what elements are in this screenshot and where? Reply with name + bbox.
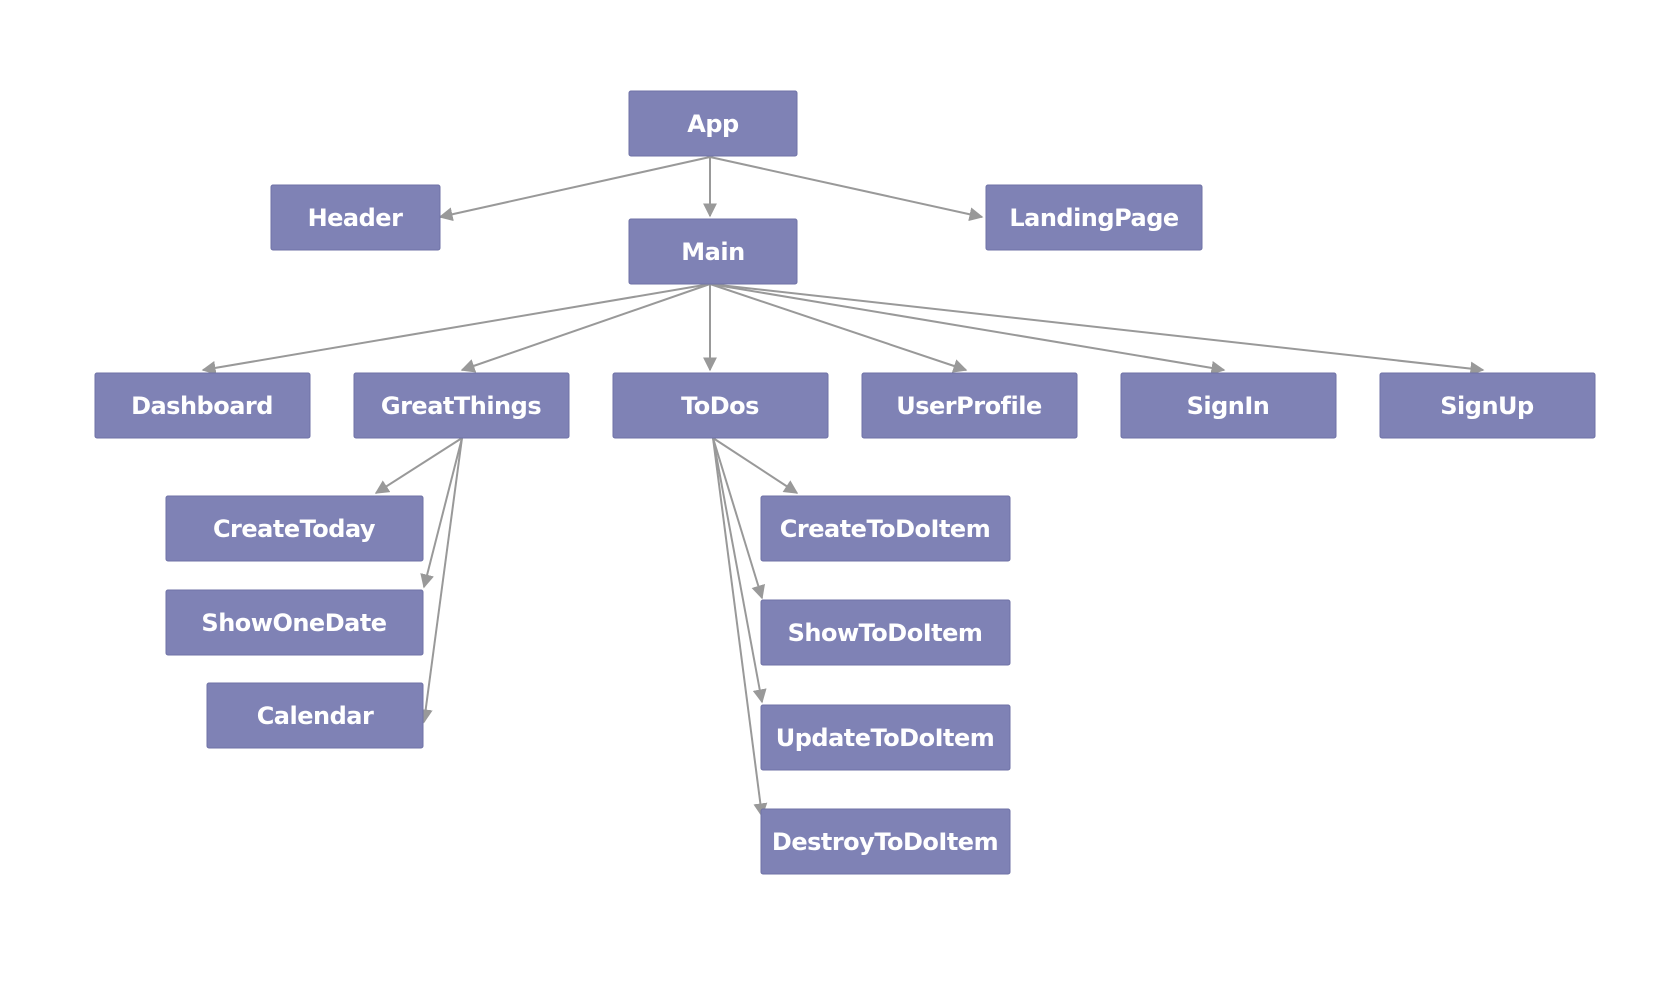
node-dashboard-label: Dashboard bbox=[131, 392, 273, 420]
node-greatthings: GreatThings bbox=[353, 372, 570, 439]
node-updatetodoitem-label: UpdateToDoItem bbox=[776, 724, 995, 752]
edge-main-dashboard bbox=[201, 283, 711, 375]
node-main-label: Main bbox=[681, 238, 744, 266]
node-createtodoitem-label: CreateToDoItem bbox=[780, 515, 990, 543]
nodes-layer: App Header Main LandingPage Dashboard Gr… bbox=[94, 90, 1596, 875]
edge-app-landingpage bbox=[709, 156, 984, 222]
node-signup-label: SignUp bbox=[1440, 392, 1534, 420]
edge-greatthings-createtoday bbox=[374, 437, 463, 494]
node-signin: SignIn bbox=[1120, 372, 1337, 439]
node-destroytodoitem: DestroyToDoItem bbox=[760, 808, 1011, 875]
node-userprofile-label: UserProfile bbox=[896, 392, 1042, 420]
edge-main-greatthings bbox=[460, 283, 711, 373]
edges-layer bbox=[201, 156, 1485, 818]
node-landingpage-label: LandingPage bbox=[1009, 204, 1179, 232]
node-calendar-label: Calendar bbox=[257, 702, 374, 730]
node-dashboard: Dashboard bbox=[94, 372, 311, 439]
node-app: App bbox=[628, 90, 798, 157]
node-createtoday-label: CreateToday bbox=[213, 515, 376, 543]
edge-app-header bbox=[438, 156, 711, 222]
node-updatetodoitem: UpdateToDoItem bbox=[760, 704, 1011, 771]
node-showtodoitem-label: ShowToDoItem bbox=[788, 619, 983, 647]
node-app-label: App bbox=[687, 110, 739, 138]
node-header-label: Header bbox=[308, 204, 404, 232]
node-showonedate: ShowOneDate bbox=[165, 589, 424, 656]
edge-todos-createtodoitem bbox=[712, 437, 799, 494]
node-todos-label: ToDos bbox=[681, 392, 759, 420]
node-createtodoitem: CreateToDoItem bbox=[760, 495, 1011, 562]
edge-greatthings-showonedate bbox=[420, 437, 463, 589]
edge-main-signin bbox=[709, 283, 1226, 375]
node-createtoday: CreateToday bbox=[165, 495, 424, 562]
node-todos: ToDos bbox=[612, 372, 829, 439]
node-signup: SignUp bbox=[1379, 372, 1596, 439]
node-showtodoitem: ShowToDoItem bbox=[760, 599, 1011, 666]
edge-main-signup bbox=[709, 283, 1485, 376]
node-header: Header bbox=[270, 184, 441, 251]
edge-todos-destroytodoitem bbox=[712, 437, 768, 818]
node-greatthings-label: GreatThings bbox=[381, 392, 541, 420]
node-showonedate-label: ShowOneDate bbox=[201, 609, 386, 637]
node-calendar: Calendar bbox=[206, 682, 424, 749]
node-landingpage: LandingPage bbox=[985, 184, 1203, 251]
edge-todos-showtodoitem bbox=[712, 437, 766, 600]
edge-greatthings-calendar bbox=[418, 437, 463, 724]
node-destroytodoitem-label: DestroyToDoItem bbox=[772, 828, 998, 856]
node-main: Main bbox=[628, 218, 798, 285]
node-signin-label: SignIn bbox=[1187, 392, 1270, 420]
edge-main-userprofile bbox=[709, 283, 968, 373]
node-userprofile: UserProfile bbox=[861, 372, 1078, 439]
edge-todos-updatetodoitem bbox=[712, 437, 767, 704]
